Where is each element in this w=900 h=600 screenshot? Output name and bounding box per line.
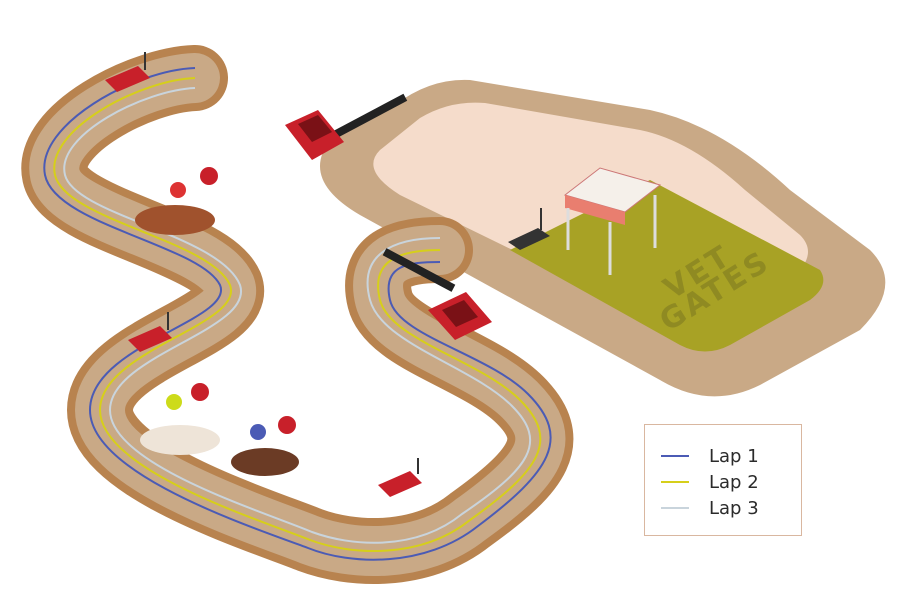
vet-gate-grass [510,180,824,352]
tent-icon [563,167,662,275]
legend-line-lap-1 [661,455,689,457]
legend-line-lap-2 [661,481,689,483]
legend-label: Lap 1 [709,445,759,467]
vet-gate-arena: VET GATES [320,79,886,397]
horse-rider-blue [231,424,299,476]
lap-3-line [63,87,532,544]
router-icon [508,208,550,250]
checkered-finish-icon [332,93,456,292]
legend-line-lap-3 [661,507,689,509]
rider-tag-icon [200,167,218,185]
legend-label: Lap 2 [709,471,759,493]
lap-1-line [43,67,552,561]
rider-tag-icon [191,383,209,401]
timing-mat-icon [428,292,492,340]
legend-item-lap-3: Lap 3 [645,495,759,521]
antenna-reader-icon [105,52,150,92]
antenna-reader-icon [128,312,172,352]
lap-2-line [53,77,542,553]
rider-tag-icon [278,416,296,434]
horse-rider-red [135,182,215,235]
legend-item-lap-2: Lap 2 [645,469,759,495]
legend: Lap 1 Lap 2 Lap 3 [644,424,802,536]
antenna-reader-icon [378,458,422,497]
horse-rider-yellow [140,394,220,455]
race-track [21,45,574,585]
legend-item-lap-1: Lap 1 [645,443,759,469]
timing-mat-icon [285,110,344,160]
legend-label: Lap 3 [709,497,759,519]
